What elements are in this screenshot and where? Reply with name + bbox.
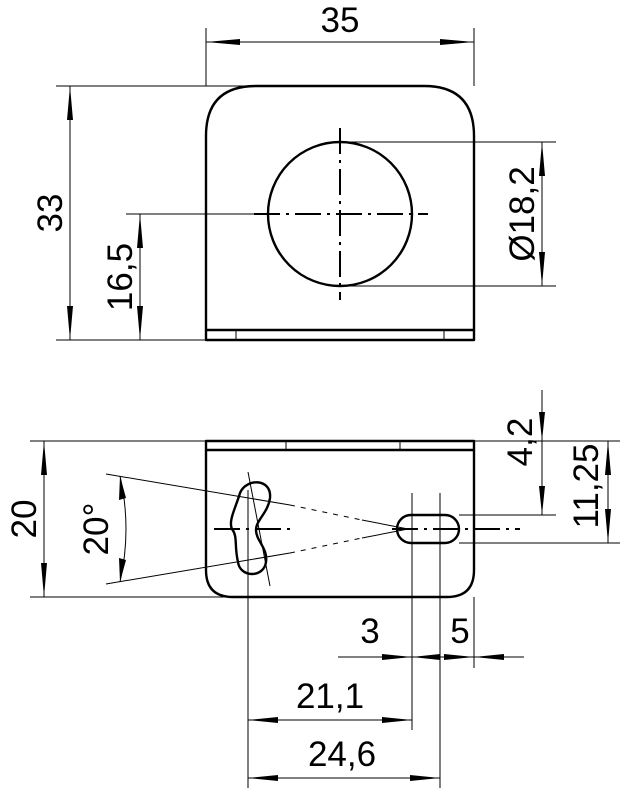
dimension-11-25: 11,25 (459, 440, 620, 544)
dim-angle-label: 20° (77, 503, 116, 556)
dimension-4-2: 4,2 (459, 390, 556, 516)
dim-21-1-label: 21,1 (296, 677, 364, 716)
top-view-outline (204, 84, 476, 342)
dim-diameter-label: Ø18,2 (503, 166, 542, 261)
dim-4-2-label: 4,2 (501, 418, 540, 467)
beam-line-lower (105, 552, 291, 585)
beam-line-upper (105, 473, 291, 506)
dimension-21-1: 21,1 (248, 677, 412, 723)
dim-20-label: 20 (5, 500, 44, 539)
dimension-24-6: 24,6 (248, 735, 440, 781)
side-view-outline (204, 439, 476, 599)
dimension-35: 35 (205, 1, 475, 86)
dimension-angle-20: 20° (77, 475, 127, 583)
dimension-20: 20 (5, 440, 233, 598)
dim-16-5-label: 16,5 (101, 243, 140, 311)
dim-11-25-label: 11,25 (567, 444, 606, 529)
dim-3-label: 3 (360, 612, 379, 651)
top-view (204, 84, 476, 342)
dim-5-label: 5 (450, 612, 469, 651)
dimension-33: 33 (31, 85, 256, 341)
dimension-3-and-5: 3 5 (338, 612, 524, 660)
dim-33-label: 33 (31, 194, 70, 233)
dimension-16-5: 16,5 (101, 213, 254, 340)
dim-24-6-label: 24,6 (308, 735, 376, 774)
side-view (105, 439, 520, 599)
dim-35-label: 35 (321, 1, 360, 40)
dimension-diameter-18-2: Ø18,2 (340, 141, 556, 287)
